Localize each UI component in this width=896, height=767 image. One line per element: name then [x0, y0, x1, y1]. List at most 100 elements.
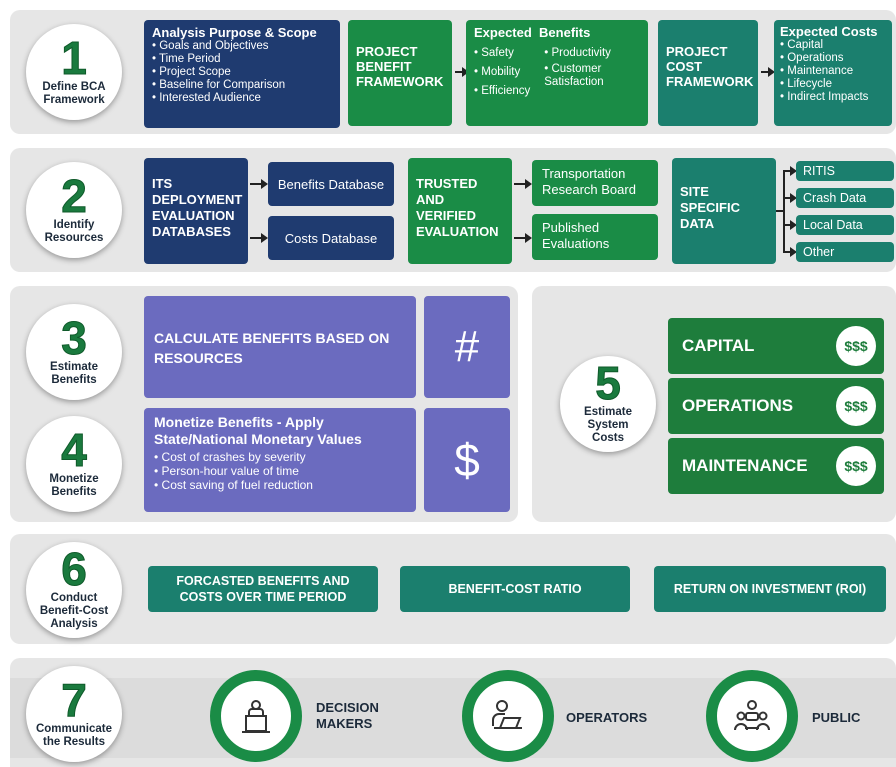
dollar-icon: $ [454, 434, 480, 486]
operators-ring [462, 670, 554, 762]
list-item: Cost of crashes by severity [154, 450, 406, 464]
arrow-crash [783, 193, 797, 203]
list-item: Indirect Impacts [780, 91, 886, 104]
operations-cost-box: OPERATIONS $$$ [668, 378, 884, 434]
list-item: Efficiency [474, 82, 530, 101]
list-item: Capital [780, 39, 886, 52]
project-benefit-framework-label: PROJECT BENEFIT FRAMEWORK [356, 44, 444, 89]
costs-database-label: Costs Database [284, 230, 378, 246]
forecasted-box: FORCASTED BENEFITS AND COSTS OVER TIME P… [148, 566, 378, 612]
site-item-label: Other [803, 245, 835, 259]
site-connector-line [783, 170, 785, 252]
step6-number: 6 [61, 543, 88, 595]
step7-label: Communicate the Results [35, 722, 113, 748]
expected-costs-box: Expected Costs Capital Operations Mainte… [774, 20, 892, 126]
step2-circle: 2 Identify Resources [26, 162, 122, 258]
arrow-ritis [783, 166, 797, 176]
analysis-scope-title: Analysis Purpose & Scope [152, 25, 317, 40]
project-benefit-framework-box: PROJECT BENEFIT FRAMEWORK [348, 20, 452, 126]
step1-number: 1 [61, 31, 88, 84]
benefit-cost-ratio-box: BENEFIT-COST RATIO [400, 566, 630, 612]
operator-laptop-icon [492, 700, 522, 729]
step2-number: 2 [61, 169, 88, 222]
dollar-badge-icon: $$$ [836, 326, 876, 366]
site-item-label: RITIS [803, 164, 835, 178]
dollar-badge-icon: $$$ [836, 446, 876, 486]
maintenance-cost-label: MAINTENANCE [682, 456, 808, 475]
capital-cost-box: CAPITAL $$$ [668, 318, 884, 374]
step3-label: Estimate Benefits [50, 360, 98, 386]
hash-icon: # [454, 322, 480, 371]
site-item-other: Other [796, 242, 894, 262]
roi-box: RETURN ON INVESTMENT (ROI) [654, 566, 886, 612]
site-item-local: Local Data [796, 215, 894, 235]
arrow-cost-framework [761, 67, 775, 77]
benefits-database-box: Benefits Database [268, 162, 394, 206]
step1-circle: 1 Define BCA Framework [26, 24, 122, 120]
site-specific-data-label: SITE SPECIFIC DATA [680, 184, 740, 231]
benefit-cost-ratio-label: BENEFIT-COST RATIO [448, 582, 582, 596]
public-label: PUBLIC [812, 710, 861, 725]
arrow-benefit-framework [455, 67, 469, 77]
step4-label: Monetize Benefits [49, 472, 99, 498]
monetize-benefits-list: Cost of crashes by severity Person-hour … [154, 450, 406, 492]
capital-cost-label: CAPITAL [682, 336, 755, 355]
list-item: Customer Satisfaction [544, 63, 624, 89]
site-item-label: Crash Data [803, 191, 867, 205]
list-item: Operations [780, 52, 886, 65]
operations-cost-label: OPERATIONS [682, 396, 794, 415]
step5-number: 5 [595, 357, 622, 409]
list-item: Productivity [544, 44, 624, 63]
arrow-other [783, 247, 797, 257]
list-item: Project Scope [152, 66, 332, 79]
step7-circle: 7 Communicate the Results [26, 666, 122, 762]
calculate-benefits-box: CALCULATE BENEFITS BASED ON RESOURCES [144, 296, 416, 398]
list-item: Interested Audience [152, 92, 332, 105]
step4-circle: 4 Monetize Benefits [26, 416, 122, 512]
public-ring [706, 670, 798, 762]
dollar-symbol-box: $ [424, 408, 510, 512]
costs-database-box: Costs Database [268, 216, 394, 260]
expected-costs-title: Expected Costs [780, 24, 878, 39]
trb-box: Transportation Research Board [532, 160, 658, 206]
site-item-ritis: RITIS [796, 161, 894, 181]
calculate-benefits-label: CALCULATE BENEFITS BASED ON RESOURCES [154, 330, 390, 366]
decision-makers-label: DECISION MAKERS [316, 700, 379, 731]
arrow-benefits-db [250, 179, 268, 189]
monetize-benefits-box: Monetize Benefits - Apply State/National… [144, 408, 416, 512]
its-databases-label: ITS DEPLOYMENT EVALUATION DATABASES [152, 176, 243, 239]
step1-label: Define BCA Framework [42, 80, 106, 106]
analysis-scope-list: Goals and Objectives Time Period Project… [152, 40, 332, 105]
list-item: Mobility [474, 63, 530, 82]
forecasted-label: FORCASTED BENEFITS AND COSTS OVER TIME P… [176, 574, 350, 604]
podium-speaker-icon [242, 700, 270, 733]
monetize-benefits-title: Monetize Benefits - Apply State/National… [154, 414, 362, 447]
arrow-trb [514, 179, 532, 189]
operators-label: OPERATORS [566, 710, 648, 725]
list-item: Cost saving of fuel reduction [154, 478, 406, 492]
project-cost-framework-box: PROJECT COST FRAMEWORK [658, 20, 758, 126]
site-specific-data-box: SITE SPECIFIC DATA [672, 158, 776, 264]
step6-circle: 6 Conduct Benefit-Cost Analysis [26, 542, 122, 638]
step4-number: 4 [61, 423, 88, 476]
expected-benefits-title: Expected Benefits [474, 25, 591, 40]
analysis-scope-box: Analysis Purpose & Scope Goals and Objec… [144, 20, 340, 128]
list-item: Goals and Objectives [152, 40, 332, 53]
list-item: Maintenance [780, 65, 886, 78]
arrow-local [783, 220, 797, 230]
site-item-label: Local Data [803, 218, 863, 232]
list-item: Person-hour value of time [154, 464, 406, 478]
roi-label: RETURN ON INVESTMENT (ROI) [673, 582, 867, 596]
decision-makers-ring [210, 670, 302, 762]
step7-number: 7 [61, 673, 88, 726]
benefits-database-label: Benefits Database [277, 176, 385, 192]
site-connector-stub [776, 210, 784, 212]
published-evaluations-label: Published Evaluations [542, 220, 610, 251]
its-databases-box: ITS DEPLOYMENT EVALUATION DATABASES [144, 158, 248, 264]
project-cost-framework-label: PROJECT COST FRAMEWORK [666, 44, 754, 89]
site-item-crash: Crash Data [796, 188, 894, 208]
step3-circle: 3 Estimate Benefits [26, 304, 122, 400]
step6-label: Conduct Benefit-Cost Analysis [39, 592, 109, 630]
number-symbol-box: # [424, 296, 510, 398]
published-evaluations-box: Published Evaluations [532, 214, 658, 260]
